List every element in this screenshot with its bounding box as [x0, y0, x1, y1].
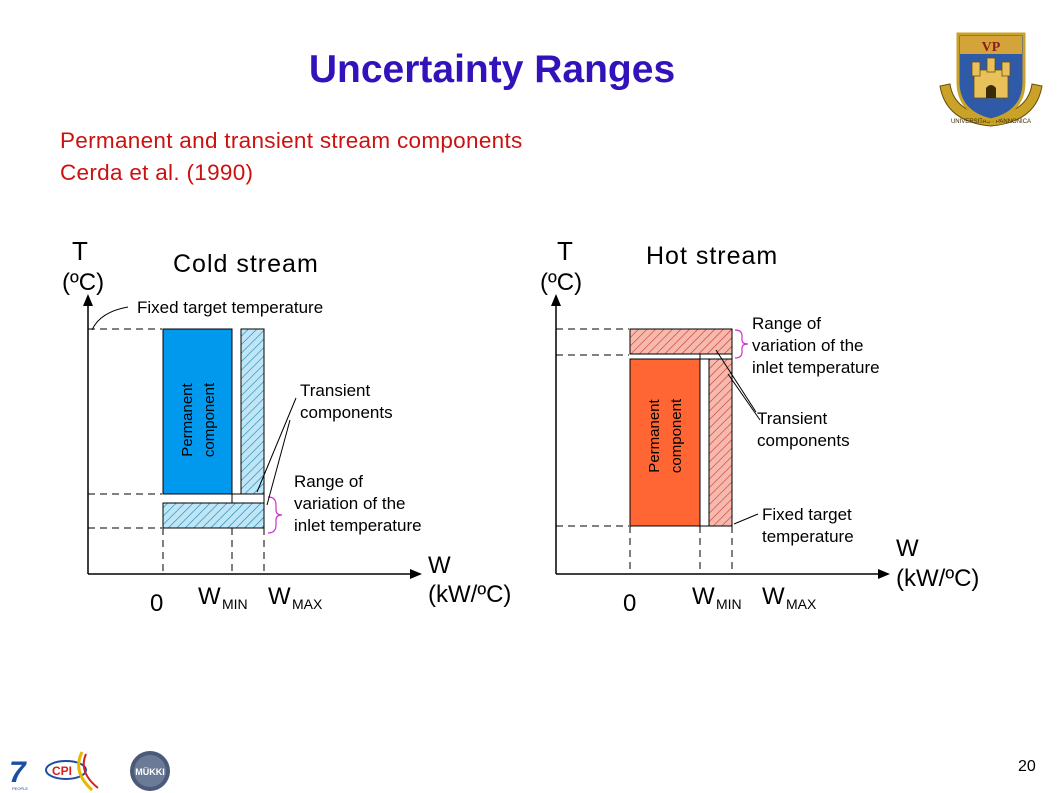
hot-wmax-label: W — [762, 583, 785, 610]
cold-y-axis-unit: (ºC) — [62, 269, 104, 296]
mukki-logo: MÜKKI — [130, 751, 170, 791]
hot-fixed-target-label-2: temperature — [762, 527, 854, 546]
cold-y-axis-label: T — [72, 236, 88, 266]
hot-dashed-guides — [556, 328, 733, 574]
hot-permanent-label-1: Permanent — [646, 398, 663, 472]
cold-transient-label-2: components — [300, 403, 393, 422]
hot-range-label-3: inlet temperature — [752, 358, 880, 377]
cold-range-label-2: variation of the — [294, 494, 406, 513]
hot-x-axis-label: W — [896, 535, 919, 562]
hot-white-spacer — [699, 358, 710, 527]
cold-permanent-label-1: Permanent — [179, 382, 196, 456]
cold-gap-bar — [231, 493, 265, 504]
mukki-logo-text: MÜKKI — [135, 767, 165, 777]
cold-permanent-label-2: component — [201, 382, 218, 457]
hot-y-axis-label: T — [557, 236, 573, 266]
cold-transient-horizontal — [162, 502, 265, 529]
subtitle-line-1: Permanent and transient stream component… — [60, 128, 523, 153]
subtitle-line-2: Cerda et al. (1990) — [60, 160, 254, 185]
page-number: 20 — [1018, 758, 1036, 775]
hot-x-axis-unit: (kW/ºC) — [896, 565, 979, 592]
fp7-logo: 7 PEOPLE — [4, 756, 34, 791]
hot-transient-horizontal — [629, 328, 733, 355]
cold-stream-diagram: T (ºC) Cold stream Fixed target temperat… — [62, 236, 511, 617]
hot-transient-label-2: components — [757, 431, 850, 450]
fp7-logo-sub: PEOPLE — [12, 786, 28, 791]
cold-wmax-subscript: MAX — [292, 596, 323, 612]
hot-callout-lines — [715, 349, 761, 525]
cold-x-axis-unit: (kW/ºC) — [428, 581, 511, 608]
hot-wmax-subscript: MAX — [786, 596, 817, 612]
hot-stream-diagram: T (ºC) Hot stream Range of variation of … — [540, 236, 979, 617]
hot-fixed-target-label-1: Fixed target — [762, 505, 852, 524]
university-coat-of-arms-logo: UNIVERSITAS · PANNONICA VP — [939, 32, 1043, 127]
hot-range-label-1: Range of — [752, 314, 821, 333]
cold-wmin-label: W — [198, 583, 221, 610]
cold-wmax-label: W — [268, 583, 291, 610]
hot-range-brace — [734, 329, 749, 359]
cpi-logo-text: CPI — [52, 764, 72, 778]
cold-permanent-component — [162, 328, 233, 495]
cold-x-axis-label: W — [428, 552, 451, 579]
slide-title: Uncertainty Ranges — [308, 48, 676, 91]
cold-dashed-guides — [88, 328, 265, 574]
coat-of-arms-letters: VP — [982, 40, 1001, 55]
cold-transient-label-1: Transient — [300, 381, 371, 400]
cold-callout-lines — [91, 306, 297, 506]
hot-transient-vertical — [708, 358, 733, 527]
hot-permanent-label-2: component — [668, 398, 685, 473]
cold-range-label-3: inlet temperature — [294, 516, 422, 535]
cold-origin-label: 0 — [150, 590, 163, 617]
hot-wmin-subscript: MIN — [716, 596, 742, 612]
cold-range-label-1: Range of — [294, 472, 363, 491]
hot-wmin-label: W — [692, 583, 715, 610]
cold-wmin-subscript: MIN — [222, 596, 248, 612]
footer-logos: 7 PEOPLE CPI MÜKKI — [4, 751, 170, 792]
hot-gap-bar — [699, 353, 733, 360]
cold-range-brace — [267, 496, 283, 534]
cold-transient-vertical — [240, 328, 265, 495]
cold-fixed-target-label: Fixed target temperature — [137, 298, 323, 317]
cold-diagram-title: Cold stream — [173, 250, 319, 278]
hot-permanent-component — [629, 358, 701, 527]
fp7-logo-number: 7 — [9, 756, 27, 789]
hot-diagram-title: Hot stream — [646, 242, 778, 270]
hot-y-axis-unit: (ºC) — [540, 269, 582, 296]
coat-of-arms-motto: UNIVERSITAS · PANNONICA — [951, 119, 1031, 125]
hot-range-label-2: variation of the — [752, 336, 864, 355]
hot-transient-label-1: Transient — [757, 409, 828, 428]
hot-origin-label: 0 — [623, 590, 636, 617]
cpi-logo: CPI — [45, 751, 99, 792]
